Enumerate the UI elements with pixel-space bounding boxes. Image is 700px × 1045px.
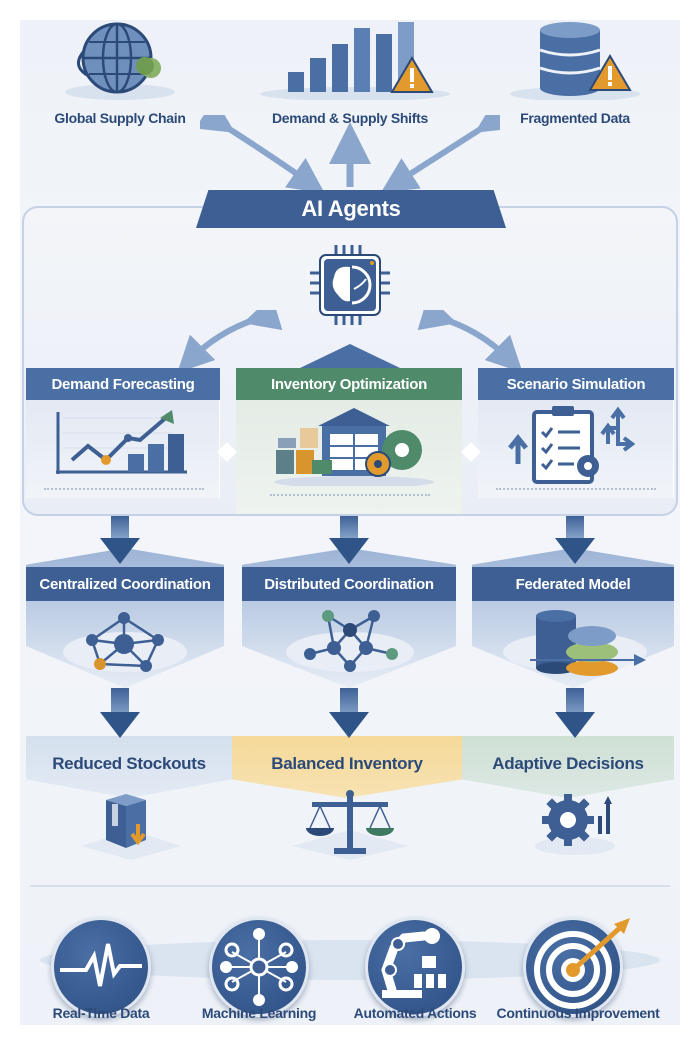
outcome-label: Reduced Stockouts [52,754,206,773]
flow-arrow-down [100,712,140,738]
capability-header: Inventory Optimization [236,368,462,400]
database-warning-icon [510,22,640,100]
dotted-divider [270,494,430,496]
enabler-label-continuous-improvement: Continuous Improvement [496,1005,660,1021]
capability-card-scenario-simulation: Scenario Simulation [478,368,674,498]
arrow-data-to-hub [380,115,500,193]
enabler-label-machine-learning: Machine Learning [201,1005,317,1021]
flow-stem [566,688,584,718]
hub-arrows [177,310,523,373]
globe-icon [65,22,175,100]
outcome-banner-reduced-stockouts: Reduced Stockouts [26,736,232,798]
flow-arrow-down [329,538,369,564]
clipboard-checklist-icon [508,406,636,484]
balance-scale-icon [292,790,408,860]
bar-chart-warning-icon [260,22,450,100]
pulse-icon [51,917,151,1017]
challenge-arrows [200,115,500,194]
box-down-arrow-icon [81,794,181,860]
flow-arrow-down [555,712,595,738]
capability-header: Demand Forecasting [26,368,220,400]
dotted-divider [44,488,204,490]
flow-arrow-down [100,538,140,564]
hub-title: AI Agents [196,190,506,228]
robot-arm-icon [365,917,465,1017]
outcome-banner-balanced-inventory: Balanced Inventory [232,736,462,798]
flow-stem [340,516,358,540]
challenge-label-fragmented-data: Fragmented Data [520,110,630,126]
flow-stem [566,516,584,540]
distributed-network-icon [286,610,414,672]
capability-header: Scenario Simulation [478,368,674,400]
coordination-header-distributed: Distributed Coordination [242,567,456,601]
centralized-network-icon [63,612,187,672]
arrow-global-to-hub [200,115,325,194]
ai-chip-brain-icon [310,245,390,325]
coordination-header-centralized: Centralized Coordination [26,567,224,601]
forecast-chart-icon [56,410,187,474]
enabler-label-real-time-data: Real-Time Data [52,1005,150,1021]
outcome-label: Adaptive Decisions [492,754,644,773]
coordination-header-federated: Federated Model [472,567,674,601]
challenge-label-global-supply-chain: Global Supply Chain [54,110,186,126]
warehouse-gears-icon [274,408,434,486]
dotted-divider [496,488,656,490]
target-arrow-icon [523,917,630,1017]
flow-stem [111,688,129,718]
federated-database-icon [503,610,647,676]
section-divider [30,885,670,887]
flow-stem [340,688,358,718]
outcome-label: Balanced Inventory [271,754,423,773]
flow-arrow-down [329,712,369,738]
capability-card-demand-forecasting: Demand Forecasting [26,368,220,498]
neural-network-icon [209,917,309,1017]
gear-arrow-icon [535,794,615,855]
flow-arrow-down [555,538,595,564]
capability-card-inventory-optimization: Inventory Optimization [236,368,462,518]
infographic-canvas: Global Supply Chain Demand & Supply Shif… [20,20,680,1025]
flow-stem [111,516,129,540]
enabler-label-automated-actions: Automated Actions [353,1005,477,1021]
outcome-banner-adaptive-decisions: Adaptive Decisions [462,736,674,798]
